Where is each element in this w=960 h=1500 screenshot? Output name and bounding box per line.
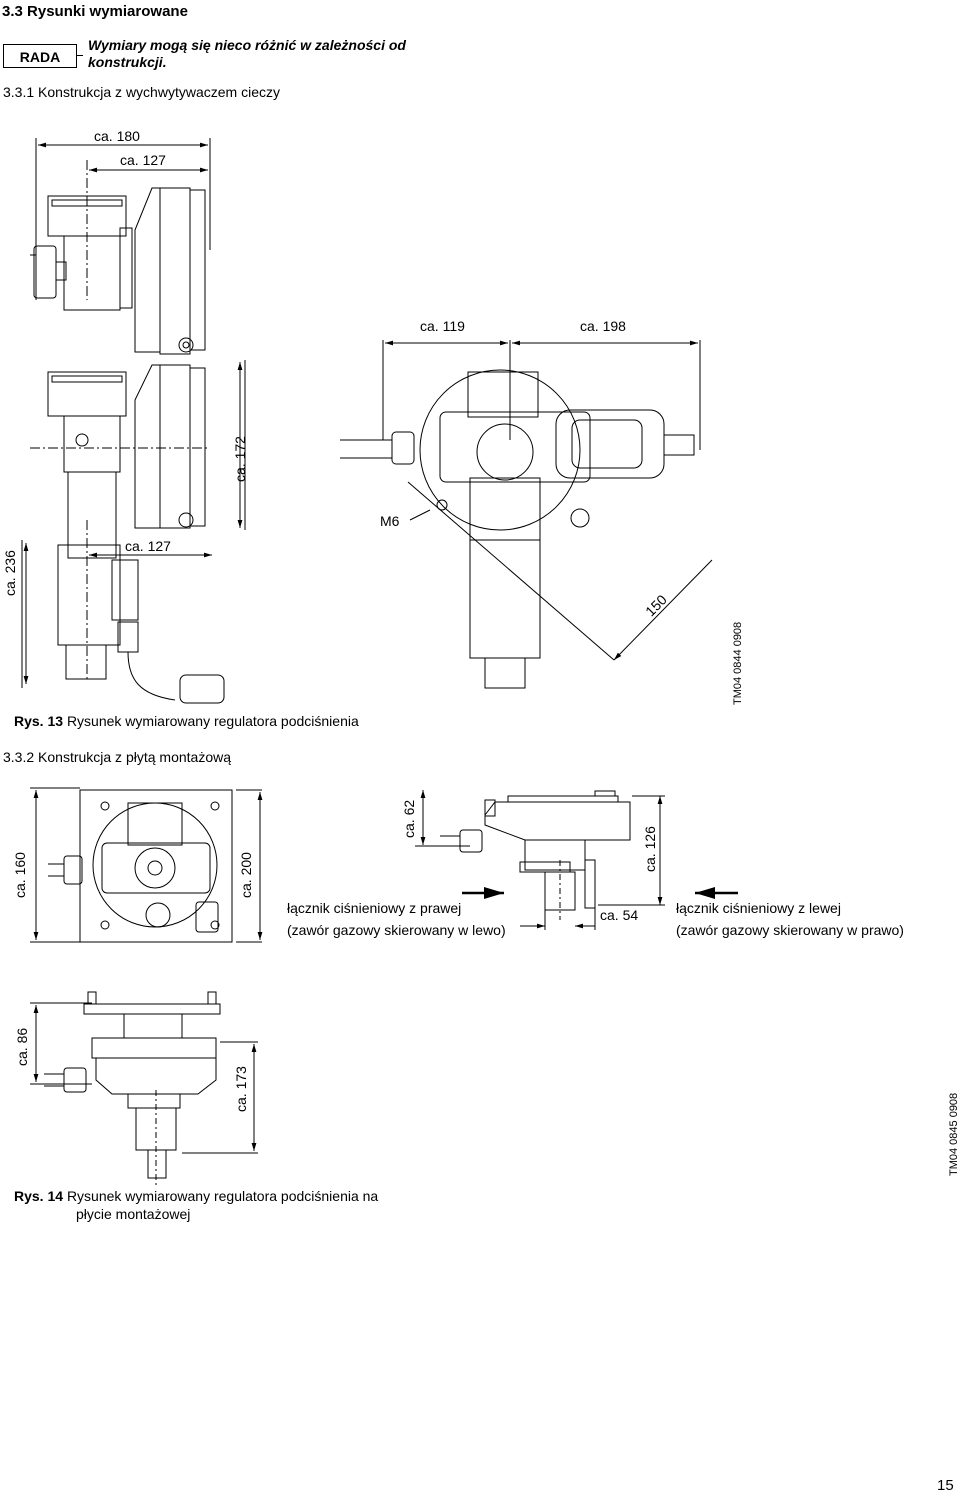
advice-text-line1: Wymiary mogą się nieco różnić w zależnoś… xyxy=(88,37,406,53)
figure-13-drawing xyxy=(0,0,960,720)
dim-ca-173: ca. 173 xyxy=(233,1066,249,1112)
figure-14-text-line1: Rysunek wymiarowany regulatora podciśnie… xyxy=(66,1188,379,1204)
figure-13-label: Rys. 13 xyxy=(14,713,64,729)
dim-ca-119: ca. 119 xyxy=(420,318,465,334)
figure-14-text-line2: płycie montażowej xyxy=(76,1206,191,1222)
dim-ca-127-top: ca. 127 xyxy=(120,152,166,168)
section-title: 3.3 Rysunki wymiarowane xyxy=(2,3,188,20)
dim-ca-200: ca. 200 xyxy=(238,852,254,898)
dim-ca-127-bottom: ca. 127 xyxy=(125,538,171,554)
dim-ca-62: ca. 62 xyxy=(401,799,417,838)
advice-divider xyxy=(77,55,83,56)
subsection-2-title: 3.3.2 Konstrukcja z płytą montażową xyxy=(3,749,232,765)
subsection-1-title: 3.3.1 Konstrukcja z wychwytywaczem ciecz… xyxy=(3,84,280,100)
side-view-upper xyxy=(30,138,210,354)
dim-ca-160: ca. 160 xyxy=(12,852,28,898)
dim-ca-180: ca. 180 xyxy=(94,128,140,144)
dim-m6: M6 xyxy=(380,513,400,529)
plate-bottom-view xyxy=(30,992,258,1185)
dim-ca-54: ca. 54 xyxy=(600,907,639,923)
page-number: 15 xyxy=(937,1477,954,1494)
figure-14-label: Rys. 14 xyxy=(14,1188,64,1204)
left-connector-line1: łącznik ciśnieniowy z lewej xyxy=(676,900,841,916)
side-view-lower xyxy=(22,360,245,703)
front-view xyxy=(340,340,712,688)
right-connector-line1: łącznik ciśnieniowy z prawej xyxy=(287,900,462,916)
left-connector-line2: (zawór gazowy skierowany w prawo) xyxy=(676,922,904,938)
dim-ca-198: ca. 198 xyxy=(580,318,626,334)
advice-label: RADA xyxy=(3,44,77,68)
right-connector-line2: (zawór gazowy skierowany w lewo) xyxy=(287,922,506,938)
figure-13-caption: Rys. 13 Rysunek wymiarowany regulatora p… xyxy=(14,713,359,729)
plate-front-view xyxy=(30,788,263,942)
dim-ca-126: ca. 126 xyxy=(642,826,658,872)
figure-14-drawing xyxy=(0,0,960,1200)
drawing-code-fig14: TM04 0845 0908 xyxy=(948,1092,960,1176)
dim-ca-86: ca. 86 xyxy=(14,1027,30,1066)
advice-text-line2: konstrukcji. xyxy=(88,54,167,70)
figure-14-caption: Rys. 14 Rysunek wymiarowany regulatora p… xyxy=(14,1186,378,1206)
plate-side-view xyxy=(415,790,738,930)
figure-13-text: Rysunek wymiarowany regulatora podciśnie… xyxy=(66,713,359,729)
